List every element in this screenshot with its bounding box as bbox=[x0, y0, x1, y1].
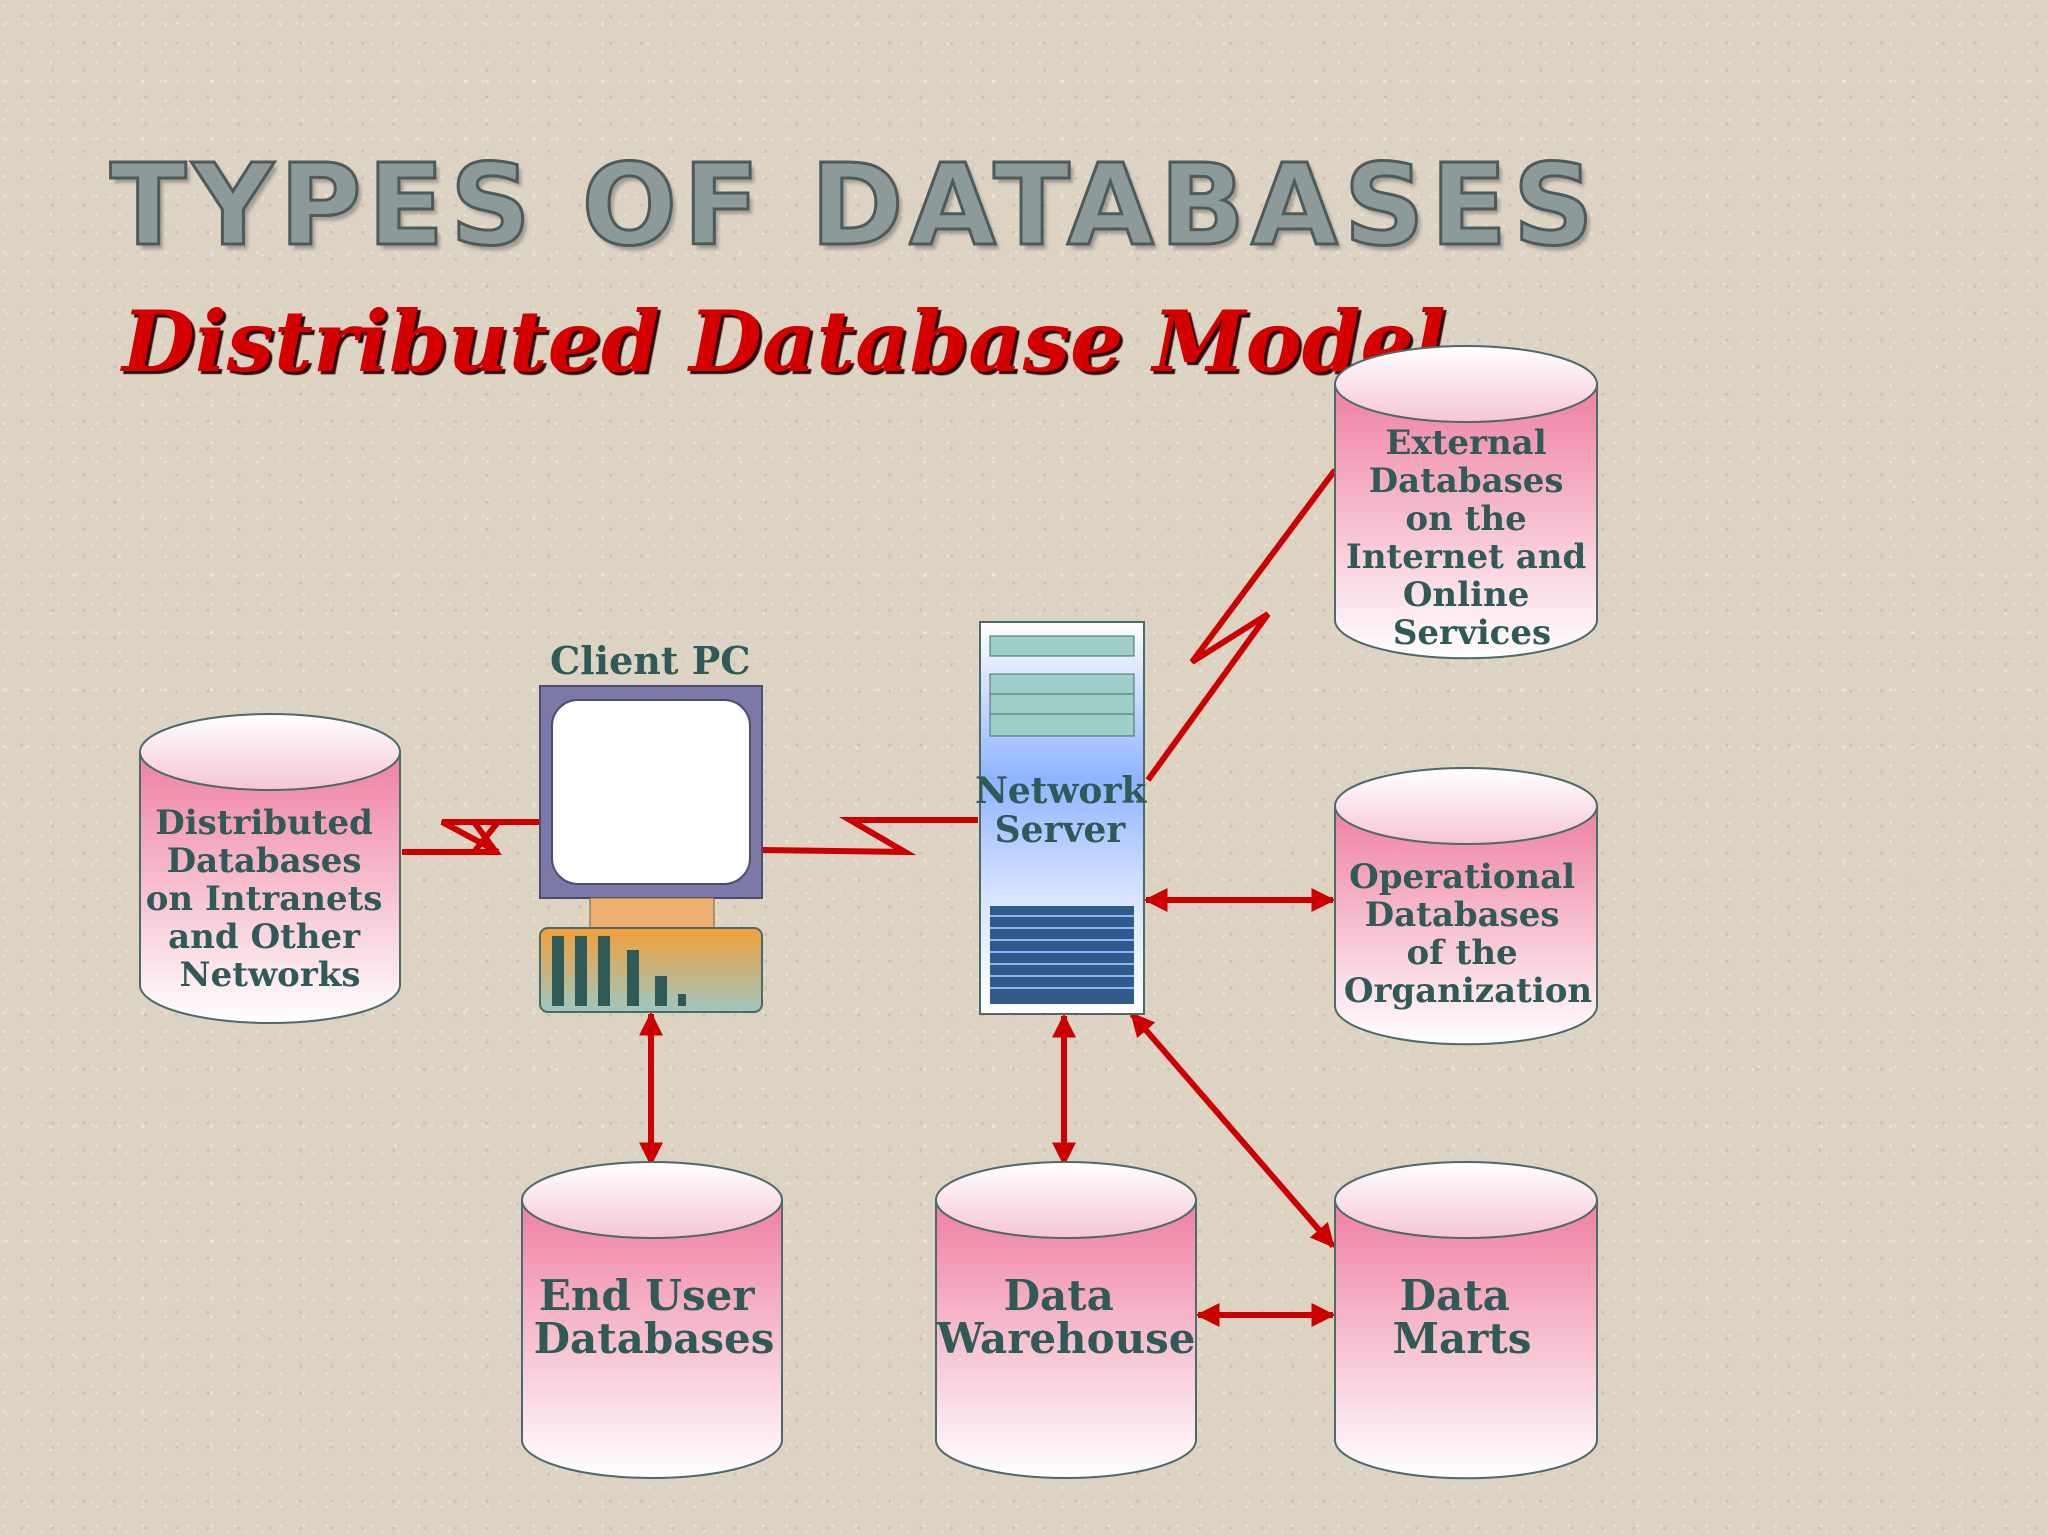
db-line: End User bbox=[539, 1271, 756, 1320]
db-line: Databases bbox=[167, 841, 362, 881]
db-line: Organization bbox=[1344, 971, 1592, 1011]
db-line: Databases bbox=[534, 1314, 775, 1363]
db-line: Data bbox=[1004, 1271, 1114, 1320]
link-client-to-server bbox=[761, 817, 978, 856]
db-line: External bbox=[1386, 423, 1547, 463]
operational-databases-cylinder: Operational Databases of the Organizatio… bbox=[1334, 767, 1598, 1046]
network-server-icon bbox=[979, 621, 1145, 1015]
db-line: Databases bbox=[1365, 895, 1560, 935]
svg-text:Data Warehouse: Data Warehouse bbox=[935, 1271, 1195, 1363]
data-warehouse-cylinder: Data Warehouse bbox=[935, 1161, 1197, 1479]
end-user-databases-cylinder: End User Databases bbox=[521, 1161, 783, 1479]
svg-text:Data Marts: Data Marts bbox=[1393, 1271, 1532, 1363]
db-line: Operational bbox=[1349, 857, 1575, 897]
db-line: on the bbox=[1405, 499, 1526, 539]
link-server-to-external-db bbox=[1145, 468, 1338, 782]
db-line: Marts bbox=[1393, 1314, 1532, 1363]
db-line: and Other bbox=[168, 917, 361, 957]
external-databases-cylinder: External Databases on the Internet and O… bbox=[1334, 345, 1598, 660]
db-line: Networks bbox=[180, 955, 361, 995]
client-pc-icon bbox=[539, 685, 763, 1013]
svg-text:External Databases: External Databases on the Internet and O… bbox=[1346, 423, 1598, 653]
db-line: Data bbox=[1400, 1271, 1510, 1320]
server-label-line: Server bbox=[994, 809, 1126, 851]
link-client-to-distributed-db-main bbox=[402, 819, 540, 855]
network-server-label: Network Server bbox=[975, 770, 1147, 851]
svg-text:Operational Databases: Operational Databases of the Organizatio… bbox=[1344, 857, 1592, 1011]
db-line: Databases bbox=[1369, 461, 1564, 501]
svg-text:Distributed Databases: Distributed Databases on Intranets and O… bbox=[146, 803, 395, 995]
db-line: Online bbox=[1403, 575, 1530, 615]
page-title: TYPES OF DATABASES bbox=[109, 141, 1600, 271]
db-line: Warehouse bbox=[935, 1314, 1195, 1363]
server-label-line: Network bbox=[975, 770, 1147, 812]
db-line: on Intranets bbox=[146, 879, 383, 919]
distributed-databases-cylinder: Distributed Databases on Intranets and O… bbox=[139, 713, 401, 1024]
data-marts-cylinder: Data Marts bbox=[1334, 1161, 1598, 1480]
client-pc-label: Client PC bbox=[550, 638, 751, 683]
arrow-server-datamarts bbox=[1129, 1012, 1336, 1248]
db-line: of the bbox=[1406, 933, 1517, 973]
svg-text:End User Databases: End User Databases bbox=[534, 1271, 775, 1363]
db-line: Distributed bbox=[155, 803, 373, 843]
connectors bbox=[402, 468, 1338, 1327]
page-subtitle: Distributed Database Model bbox=[122, 292, 1446, 391]
db-line: Internet and bbox=[1346, 537, 1586, 577]
db-line: Services bbox=[1393, 613, 1551, 653]
